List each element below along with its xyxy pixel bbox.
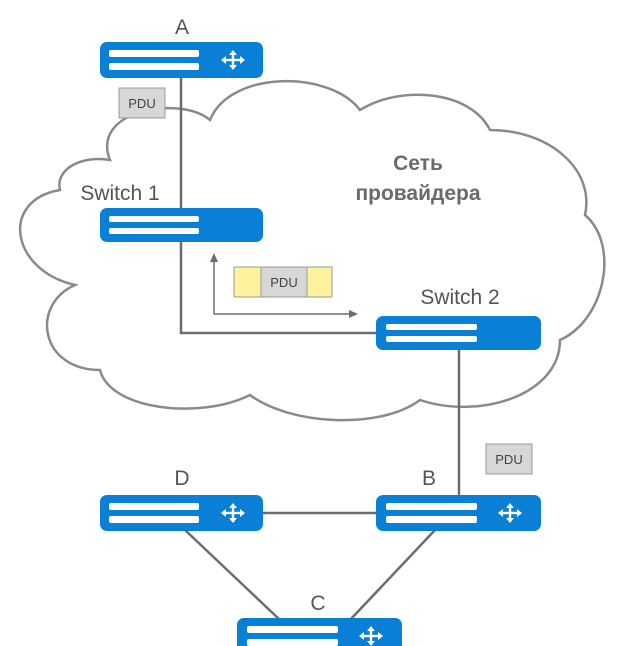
device-switch1-port-top (109, 216, 199, 222)
device-switch2-label: Switch 2 (420, 286, 499, 309)
device-switch1-body (100, 208, 263, 242)
device-c-port-top (247, 626, 338, 633)
device-b-label: B (422, 467, 436, 490)
device-switch2-port-bottom (386, 336, 477, 342)
pdu-top-box (118, 87, 166, 119)
device-switch2-port-top (386, 324, 477, 330)
device-switch2-body (376, 316, 541, 350)
device-switch2 (376, 316, 541, 350)
device-c (237, 618, 402, 646)
pdu-trailer-tag (306, 266, 333, 298)
arrows-icon (359, 626, 383, 646)
pdu-tunnel-label: PDU (270, 275, 297, 290)
link-b-c (349, 529, 436, 621)
horizontal-arrow-head (349, 310, 358, 318)
links (179, 78, 461, 621)
device-c-label: C (310, 592, 325, 615)
device-d (100, 495, 263, 531)
pdu-header-tag (233, 266, 262, 298)
device-a-port-bottom (109, 63, 199, 70)
cloud-title-line1: Сеть (393, 152, 443, 175)
device-b-port-top (386, 503, 477, 510)
device-a-label: A (175, 16, 189, 39)
cloud-title-line2: провайдера (355, 182, 480, 205)
encapsulated-pdu: PDU (233, 266, 333, 298)
pdu-top-label: PDU (128, 96, 155, 111)
link-switch1-switch2 (179, 242, 378, 335)
vertical-arrow-head (210, 253, 218, 262)
device-d-label: D (174, 467, 189, 490)
tunnel-arrows (210, 253, 358, 318)
device-a-port-top (109, 50, 199, 57)
arrows-icon (498, 503, 522, 523)
pdu-bottom-label: PDU (495, 452, 522, 467)
arrows-icon (221, 50, 245, 70)
device-b-port-bottom (386, 516, 477, 523)
device-c-port-bottom (247, 639, 338, 646)
pdu-bottom: PDU (485, 443, 533, 475)
device-switch1-port-bottom (109, 228, 199, 234)
pdu-top: PDU (118, 87, 166, 119)
device-a (100, 42, 263, 78)
device-switch1-label: Switch 1 (80, 182, 159, 205)
pdu-bottom-box (485, 443, 533, 475)
device-switch1 (100, 208, 263, 242)
device-d-port-bottom (109, 516, 199, 523)
device-d-port-top (109, 503, 199, 510)
device-b (376, 495, 541, 531)
provider-cloud (18, 79, 606, 422)
arrows-icon (221, 503, 245, 523)
link-d-c (184, 529, 281, 621)
